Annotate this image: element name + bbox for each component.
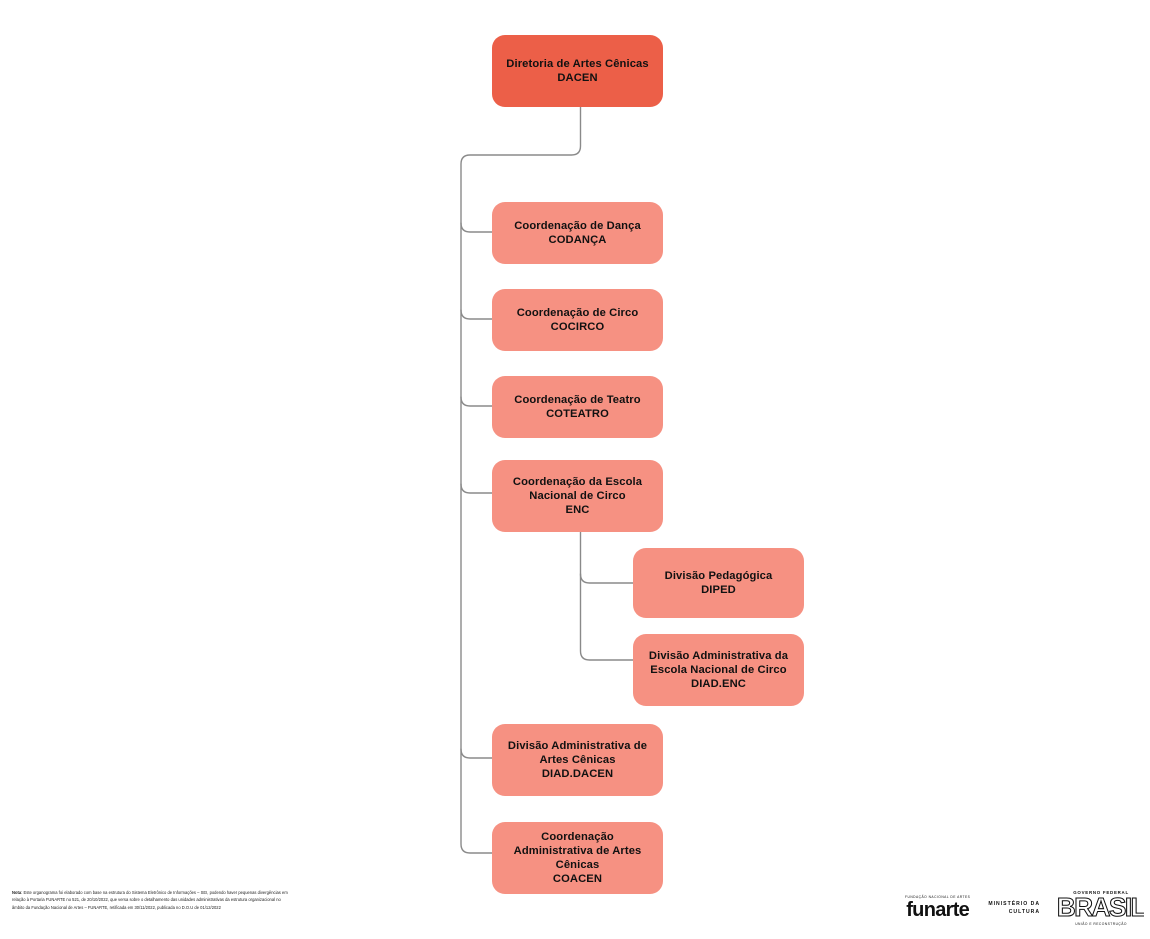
governo-federal-tagline: GOVERNO FEDERAL xyxy=(1073,890,1129,895)
connector-to-diped xyxy=(579,573,634,584)
funarte-wordmark: funarte xyxy=(906,899,970,921)
connector-enc-subspine xyxy=(579,531,634,661)
connector-to-coteatro xyxy=(460,396,493,407)
connector-to-codanca xyxy=(460,222,493,233)
node-diped-label: Divisão Pedagógica DIPED xyxy=(664,569,773,596)
ministerio-line-2: CULTURA xyxy=(1008,909,1041,915)
footnote-line-1-text: : Este organograma foi elaborado com bas… xyxy=(21,890,288,895)
ministerio-da-cultura-logo: MINISTÉRIO DA CULTURA xyxy=(988,900,1040,917)
node-diped[interactable]: Divisão Pedagógica DIPED xyxy=(633,548,804,618)
node-enc-label: Coordenação da Escola Nacional de Circo … xyxy=(512,475,643,517)
ministerio-line-1: MINISTÉRIO DA xyxy=(988,900,1041,907)
node-coteatro[interactable]: Coordenação de Teatro COTEATRO xyxy=(492,376,663,438)
node-enc[interactable]: Coordenação da Escola Nacional de Circo … xyxy=(492,460,663,532)
node-diad-enc-label: Divisão Administrativa da Escola Naciona… xyxy=(648,649,789,691)
footnote-line-1: Nota: Este organograma foi elaborado com… xyxy=(12,889,412,896)
node-dacen-label: Diretoria de Artes Cênicas DACEN xyxy=(506,57,649,84)
node-coacen-label: Coordenação Administrativa de Artes Cêni… xyxy=(513,830,642,886)
node-cocirco-label: Coordenação de Circo COCIRCO xyxy=(516,306,639,333)
connector-to-cocirco xyxy=(460,309,493,320)
governo-federal-subtitle: UNIÃO E RECONSTRUÇÃO xyxy=(1075,922,1127,926)
brasil-wordmark-text: BRASIL xyxy=(1058,896,1144,921)
logo-strip: FUNDAÇÃO NACIONAL DE ARTES funarte MINIS… xyxy=(905,884,1145,932)
node-coacen[interactable]: Coordenação Administrativa de Artes Cêni… xyxy=(492,822,663,894)
node-diad-dacen-label: Divisão Administrativa de Artes Cênicas … xyxy=(507,739,648,781)
node-coteatro-label: Coordenação de Teatro COTEATRO xyxy=(514,393,641,420)
node-codanca[interactable]: Coordenação de Dança CODANÇA xyxy=(492,202,663,264)
governo-federal-logo: GOVERNO FEDERAL BRASIL UNIÃO E RECONSTRU… xyxy=(1058,889,1144,927)
node-dacen[interactable]: Diretoria de Artes Cênicas DACEN xyxy=(492,35,663,107)
connector-to-diad-dacen xyxy=(460,748,493,759)
node-diad-enc[interactable]: Divisão Administrativa da Escola Naciona… xyxy=(633,634,804,706)
connector-to-enc xyxy=(460,483,493,494)
footnote-label: Nota xyxy=(12,890,22,895)
brasil-wordmark-icon: BRASIL xyxy=(1058,896,1144,921)
footnote-line-2: relação à Portaria FUNARTE no 521, de 20… xyxy=(12,897,281,903)
node-diad-dacen[interactable]: Divisão Administrativa de Artes Cênicas … xyxy=(492,724,663,796)
node-cocirco[interactable]: Coordenação de Circo COCIRCO xyxy=(492,289,663,351)
funarte-tagline: FUNDAÇÃO NACIONAL DE ARTES xyxy=(905,895,971,899)
footnote: Nota: Este organograma foi elaborado com… xyxy=(12,889,412,911)
funarte-logo: FUNDAÇÃO NACIONAL DE ARTES funarte xyxy=(905,895,970,921)
footnote-line-3: âmbito da Fundação Nacional de Artes – F… xyxy=(12,904,221,910)
node-codanca-label: Coordenação de Dança CODANÇA xyxy=(514,219,641,246)
